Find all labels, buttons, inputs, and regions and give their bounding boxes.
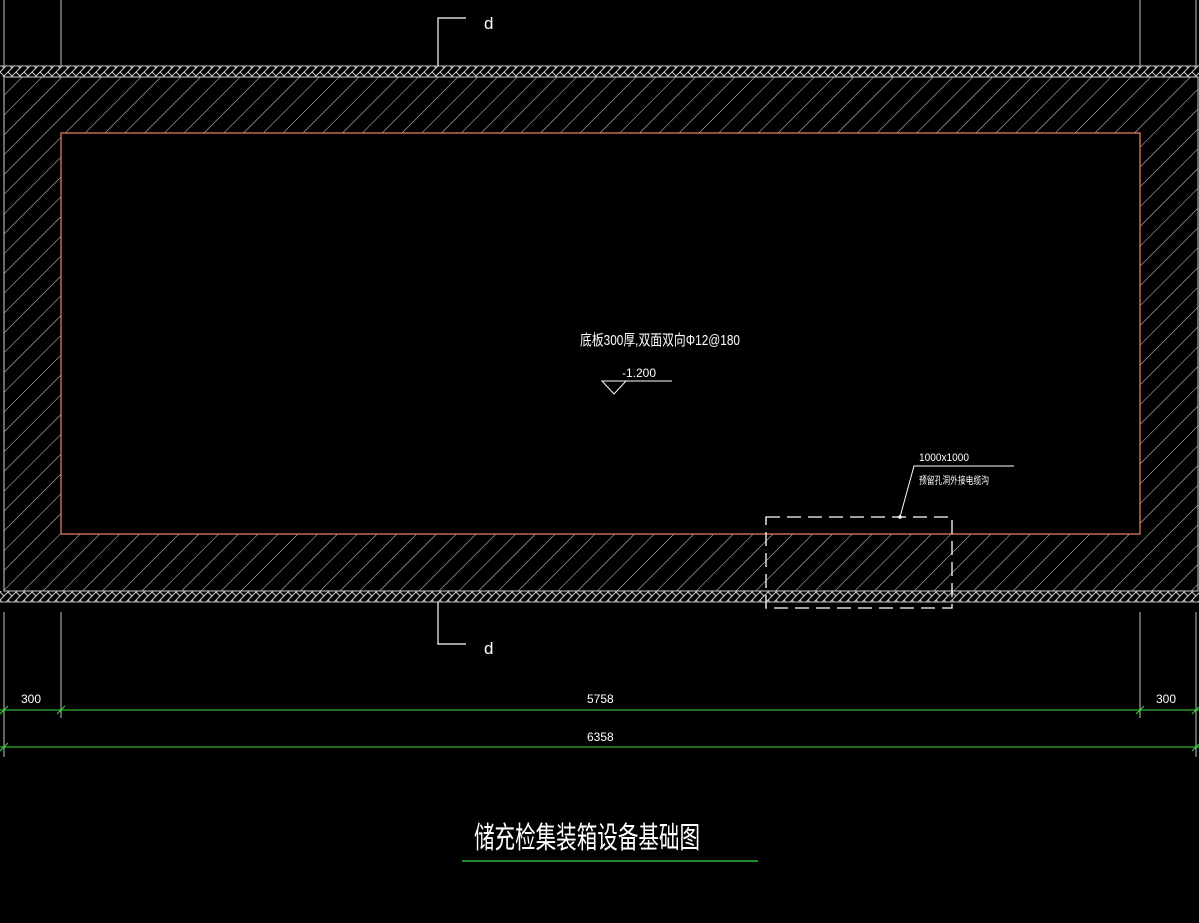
dim-right-wall: 300	[1156, 692, 1176, 706]
elevation-value: -1.200	[622, 366, 656, 380]
leader-dot	[898, 515, 902, 519]
section-mark-top	[437, 17, 466, 66]
dimension-line-overall	[0, 742, 1199, 752]
dimension-line-segments	[0, 705, 1199, 715]
section-label-top: d	[484, 14, 493, 33]
dim-inner-span: 5758	[587, 692, 614, 706]
opening-size: 1000x1000	[919, 452, 969, 464]
section-mark-bottom	[437, 602, 466, 645]
opening-note: 预留孔洞外接电缆沟	[919, 474, 989, 487]
earth-hatch-top	[0, 66, 1199, 77]
drawing-title: 储充检集装箱设备基础图	[474, 821, 700, 856]
elevation-triangle-icon	[600, 380, 672, 395]
inner-pit-outline	[60, 132, 1141, 535]
slab-reinforcement-note: 底板300厚,双面双向Φ12@180	[580, 331, 740, 349]
top-extension-lines	[3, 0, 1197, 66]
cable-trench-opening	[765, 516, 953, 609]
dim-left-wall: 300	[21, 692, 41, 706]
opening-leader	[899, 465, 1014, 518]
earth-hatch-bottom	[0, 591, 1199, 602]
bottom-extension-lines	[3, 612, 1197, 757]
outer-wall-outline	[3, 76, 1199, 592]
section-label-bottom: d	[484, 639, 493, 658]
dim-overall: 6358	[587, 730, 614, 744]
